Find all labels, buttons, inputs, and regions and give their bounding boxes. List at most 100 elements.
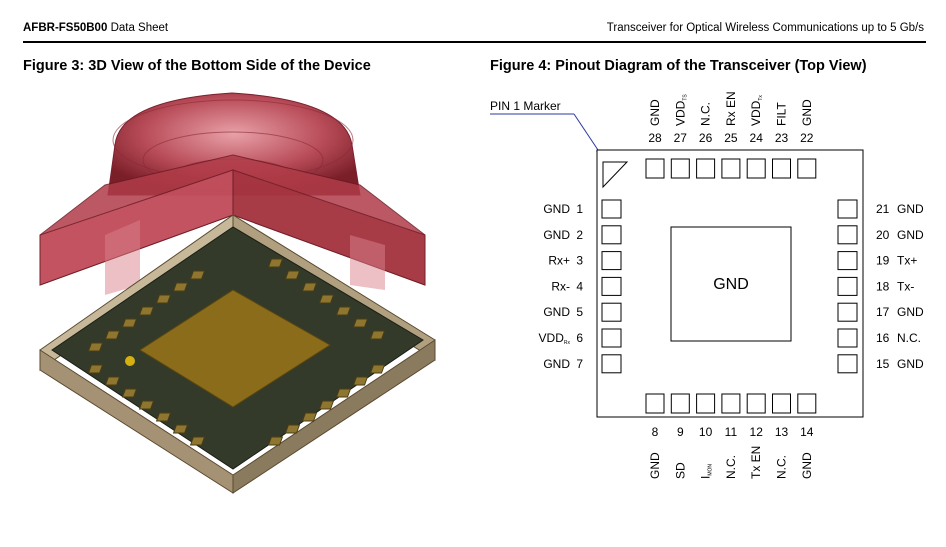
pin-21-pad xyxy=(837,199,858,219)
pin-26-pad xyxy=(696,158,716,179)
pin-10-pad xyxy=(696,393,716,414)
document-header-right: Transceiver for Optical Wireless Communi… xyxy=(606,22,924,34)
pin-17-pad xyxy=(837,302,858,322)
pin-24-name-subscript: Tx xyxy=(758,95,764,101)
pcb-pad xyxy=(318,400,335,410)
figure-4-title: Figure 4: Pinout Diagram of the Transcei… xyxy=(490,58,867,74)
device-3d-render xyxy=(39,92,436,494)
pin-6-name: VDDRx xyxy=(539,331,571,346)
pcb-pad xyxy=(369,364,386,374)
pcb-pad xyxy=(352,318,369,328)
pin-14-name: GND xyxy=(800,452,814,479)
pin-1-pad xyxy=(601,199,622,219)
pin-28-name: GND xyxy=(648,99,662,126)
pin-12-number: 12 xyxy=(750,425,764,439)
document-type: Data Sheet xyxy=(110,22,169,34)
document-header-left: AFBR-FS50B00 Data Sheet xyxy=(23,22,168,34)
pin-26-name: N.C. xyxy=(699,102,713,126)
pin-26-number: 26 xyxy=(699,131,713,145)
pin-5-pad xyxy=(601,302,622,322)
pcb-pad xyxy=(155,294,172,304)
pin-21-number: 21 xyxy=(876,202,890,216)
pcb-pad xyxy=(87,342,104,352)
center-gnd-pad xyxy=(670,226,792,342)
pin-15-pad xyxy=(837,354,858,374)
pin-8-name: GND xyxy=(648,452,662,479)
pin-10-name-subscript: MON xyxy=(708,464,714,476)
pcb-pad xyxy=(267,258,284,268)
pcb-pad xyxy=(284,424,301,434)
pinout-diagram: PIN 1 Marker GND 1GND2GND3Rx+4Rx-5GND6VD… xyxy=(490,91,924,479)
part-number: AFBR-FS50B00 xyxy=(23,22,108,34)
pin-22-name: GND xyxy=(800,99,814,126)
pcb-pad xyxy=(104,376,121,386)
pin-13-pad xyxy=(772,393,791,414)
pin-3-number: 3 xyxy=(576,254,583,268)
pin1-marker-label: PIN 1 Marker xyxy=(490,99,561,113)
pin-1-name: GND xyxy=(543,202,570,216)
pin-24-name: VDDTx xyxy=(749,95,764,126)
pin-15-number: 15 xyxy=(876,357,890,371)
pin-14-number: 14 xyxy=(800,425,814,439)
pcb-pad xyxy=(121,388,138,398)
pcb-pad xyxy=(284,270,301,280)
lens-housing xyxy=(39,154,426,295)
pcb-pad xyxy=(267,436,284,446)
pin-2-number: 2 xyxy=(576,228,583,242)
pin-11-number: 11 xyxy=(725,425,738,439)
pcb-pad xyxy=(104,330,121,340)
pin-13-number: 13 xyxy=(775,425,789,439)
pin-1-number: 1 xyxy=(576,202,583,216)
figure-3-title: Figure 3: 3D View of the Bottom Side of … xyxy=(23,58,371,74)
pin1-triangle-marker xyxy=(602,161,629,189)
pin-8-pad xyxy=(645,393,665,414)
pcb-pad xyxy=(369,330,386,340)
pin-7-name: GND xyxy=(543,357,570,371)
pin-6-number: 6 xyxy=(576,331,583,345)
pin-4-pad xyxy=(601,276,622,296)
pin-2-pad xyxy=(601,225,622,245)
pin-20-pad xyxy=(837,225,858,245)
pin-4-name: Rx- xyxy=(551,279,570,293)
pin-7-pad xyxy=(601,354,622,374)
pin-16-name: N.C. xyxy=(897,331,921,345)
pin-20-name: GND xyxy=(897,228,924,242)
pcb-pad xyxy=(318,294,335,304)
pin-8-number: 8 xyxy=(652,425,659,439)
pin-28-pad xyxy=(645,158,665,179)
pin-3-pad xyxy=(601,251,622,271)
pin-9-pad xyxy=(670,393,690,414)
pin-27-name: VDDTS xyxy=(673,94,688,126)
pcb-pad xyxy=(301,282,318,292)
pin-12-name: Tx EN xyxy=(749,446,763,479)
pin-3-name: Rx+ xyxy=(548,254,570,268)
center-pad-label: GND xyxy=(713,276,749,293)
pcb-pad xyxy=(301,412,318,422)
pin-23-pad xyxy=(772,158,791,179)
pin-16-number: 16 xyxy=(876,331,890,345)
pin-17-name: GND xyxy=(897,305,924,319)
pin-27-pad xyxy=(670,158,690,179)
pin-14-pad xyxy=(797,393,817,414)
pcb-pad xyxy=(172,424,189,434)
pin-11-name: N.C. xyxy=(724,455,738,479)
pin-16-pad xyxy=(837,328,858,348)
pcb-pad xyxy=(155,412,172,422)
pin1-marker-arrow-line xyxy=(573,113,603,157)
pin-13-name: N.C. xyxy=(775,455,789,479)
pcb-pad xyxy=(87,364,104,374)
pcb-pad xyxy=(335,306,352,316)
pin-9-number: 9 xyxy=(677,425,684,439)
pcb-pad xyxy=(121,318,138,328)
pcb-pad xyxy=(189,270,206,280)
pin-21-name: GND xyxy=(897,202,924,216)
pcb-pad xyxy=(138,400,155,410)
pin-19-name: Tx+ xyxy=(897,254,917,268)
pin-15-name: GND xyxy=(897,357,924,371)
pin-18-number: 18 xyxy=(876,279,890,293)
pin-10-name: IMON xyxy=(699,464,714,479)
pin-20-number: 20 xyxy=(876,228,890,242)
